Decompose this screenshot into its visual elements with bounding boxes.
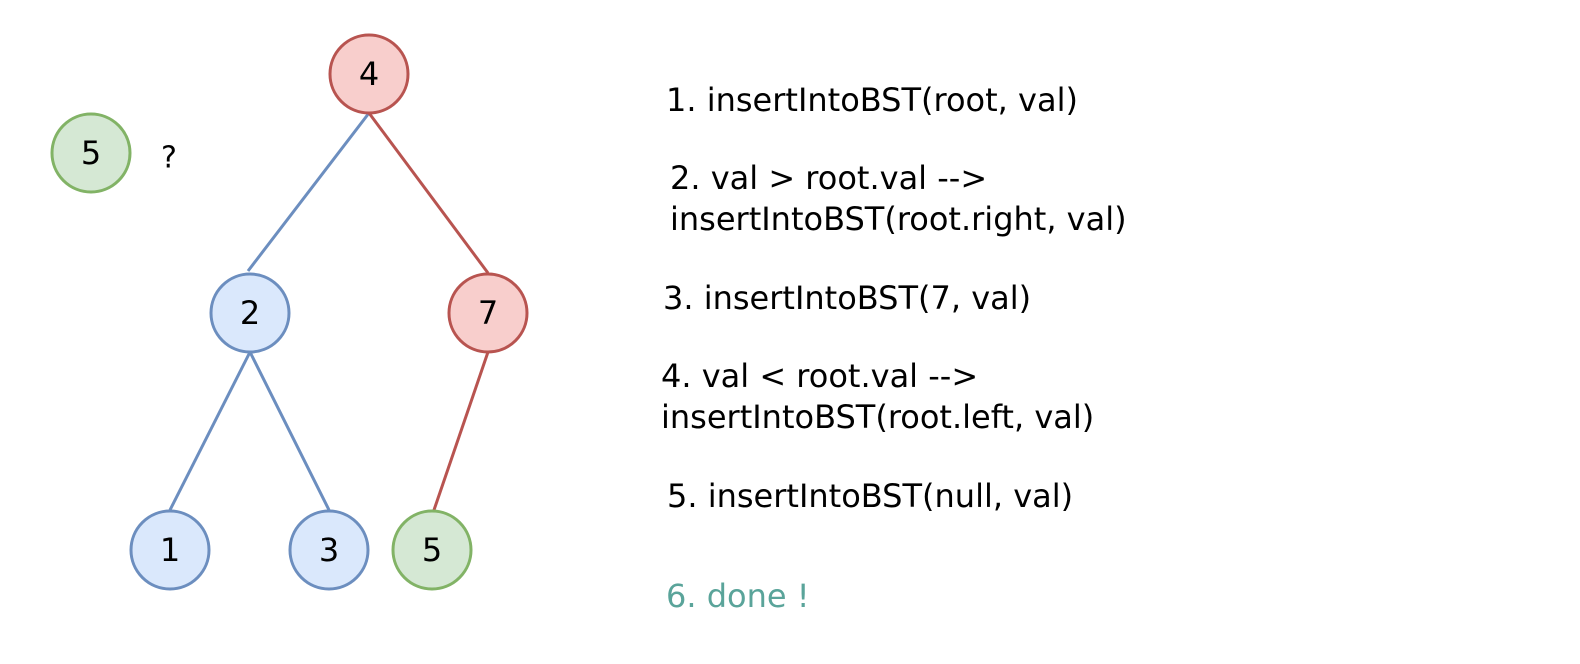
question-mark: ? — [161, 141, 177, 176]
node-label: 4 — [359, 55, 379, 93]
node-label: 5 — [422, 531, 442, 569]
tree-node-7: 7 — [447, 272, 529, 354]
node-circle — [391, 509, 473, 591]
step-4-line-2: insertIntoBST(root.left, val) — [661, 398, 1094, 436]
tree-node-4: 4 — [328, 33, 410, 115]
tree-node-3: 3 — [288, 509, 370, 591]
tree-node-2: 2 — [209, 272, 291, 354]
node-circle — [288, 509, 370, 591]
node-label: 7 — [478, 294, 498, 332]
step-1-line-1: 1. insertIntoBST(root, val) — [666, 81, 1078, 119]
node-circle — [129, 509, 211, 591]
step-3-line-1: 3. insertIntoBST(7, val) — [663, 279, 1031, 317]
tree-node-1: 1 — [129, 509, 211, 591]
steps-list: 1. insertIntoBST(root, val) 2. val > root… — [661, 81, 1127, 615]
insert-node — [50, 112, 132, 194]
step-6-line-1: 6. done ! — [666, 577, 810, 615]
step-4-line-1: 4. val < root.val --> — [661, 357, 978, 395]
tree-node-5: 5 — [391, 509, 473, 591]
edge-n7-n5 — [432, 351, 490, 511]
tree-edges — [168, 112, 490, 511]
edge-n4-n2 — [246, 112, 371, 272]
step-2-line-2: insertIntoBST(root.right, val) — [670, 200, 1127, 238]
edge-n2-n1 — [168, 351, 252, 511]
node-label: 3 — [319, 531, 339, 569]
node-circle — [447, 272, 529, 354]
node-label: 1 — [160, 531, 180, 569]
tree-nodes: 4 2 7 1 3 5 — [129, 33, 529, 591]
insert-value: 5 ? — [50, 112, 177, 194]
step-2-line-1: 2. val > root.val --> — [670, 159, 987, 197]
node-label: 2 — [240, 294, 260, 332]
insert-node-label: 5 — [81, 134, 101, 172]
node-circle — [328, 33, 410, 115]
edge-n4-n7 — [367, 112, 490, 274]
edge-n2-n3 — [248, 351, 331, 511]
step-5-line-1: 5. insertIntoBST(null, val) — [667, 477, 1073, 515]
node-circle — [209, 272, 291, 354]
